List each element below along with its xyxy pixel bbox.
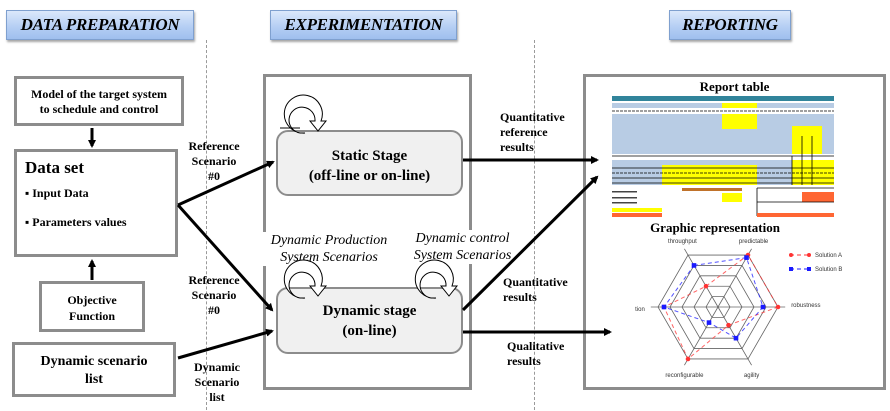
production-scenarios-label: Dynamic Production System Scenarios: [263, 232, 395, 266]
dynamic-stage-line1: Dynamic stage: [322, 303, 417, 319]
radar-point-solution-b: [691, 263, 697, 268]
dynamic-scenario-list-box: Dynamic scenario list: [12, 342, 176, 397]
radar-point-solution-b: [733, 335, 739, 341]
legend-label: Solution A: [815, 253, 842, 259]
control-scenarios-line1: Dynamic control: [415, 231, 510, 246]
radar-axis-label: agility: [744, 373, 759, 379]
phase-header-experimentation: EXPERIMENTATION: [270, 10, 457, 40]
radar-point-solution-b: [661, 304, 667, 310]
phase-header-data-preparation: DATA PREPARATION: [6, 10, 194, 40]
dynamic-stage-line2: (on-line): [342, 323, 397, 339]
objective-line2: Function: [68, 309, 115, 323]
dynamic-list-line1: Dynamic scenario: [40, 354, 148, 369]
report-table-header: [612, 96, 834, 101]
graphic-representation-title: Graphic representation: [650, 220, 780, 235]
data-set-box: Data set ▪ Input Data ▪ Parameters value…: [14, 149, 178, 257]
radar-axis-label: robustness: [791, 303, 820, 309]
model-box: Model of the target system to schedule a…: [14, 76, 184, 126]
data-set-item-params: ▪ Parameters values: [25, 215, 127, 229]
dynamic-list-line2: list: [85, 372, 103, 387]
data-set-title: Data set: [25, 158, 85, 177]
static-stage-line1: Static Stage: [331, 148, 408, 164]
report-table-title: Report table: [699, 79, 770, 94]
legend-marker: [807, 267, 811, 271]
radar-axis-label: load distribution: [635, 307, 645, 313]
radar-axis-label: throughput: [668, 239, 697, 245]
legend-marker: [789, 267, 793, 271]
control-scenarios-label: Dynamic control System Scenarios: [400, 230, 525, 264]
radar-series-line: [663, 257, 764, 339]
radar-axis-label: predictable: [739, 239, 769, 245]
legend-marker: [789, 253, 793, 257]
divider-left: [206, 40, 207, 410]
report-table: [612, 96, 834, 217]
radar-point-solution-a: [685, 356, 691, 362]
radar-point-solution-b: [706, 320, 712, 325]
radar-axis-label: reconfigurable: [665, 373, 704, 379]
model-box-line1: Model of the target system: [31, 87, 167, 101]
static-stage: Static Stage (off-line or on-line): [276, 130, 463, 196]
radar-point-solution-b: [744, 255, 749, 260]
production-scenarios-line1: Dynamic Production: [270, 233, 388, 248]
data-set-item-input: ▪ Input Data: [25, 186, 89, 200]
legend-marker: [807, 253, 811, 257]
model-box-line2: to schedule and control: [39, 102, 159, 116]
static-stage-line2: (off-line or on-line): [308, 168, 431, 184]
radar-point-solution-a: [726, 322, 731, 328]
dynamic-stage: Dynamic stage (on-line): [276, 287, 463, 354]
arrow-list-to-dynamic: [177, 328, 274, 360]
radar-point-solution-a: [775, 304, 781, 310]
objective-function-box: Objective Function: [39, 281, 145, 332]
legend-label: Solution B: [815, 267, 842, 273]
radar-point-solution-b: [760, 304, 766, 310]
objective-line1: Objective: [67, 293, 117, 307]
radar-point-solution-a: [703, 283, 709, 289]
production-scenarios-line2: System Scenarios: [280, 250, 378, 265]
radar-axis: [684, 248, 719, 308]
radar-axis: [684, 306, 719, 366]
phase-header-reporting: REPORTING: [669, 10, 791, 40]
control-scenarios-line2: System Scenarios: [413, 248, 512, 263]
radar-chart: throughput predictable robustness agility re…: [635, 239, 842, 379]
